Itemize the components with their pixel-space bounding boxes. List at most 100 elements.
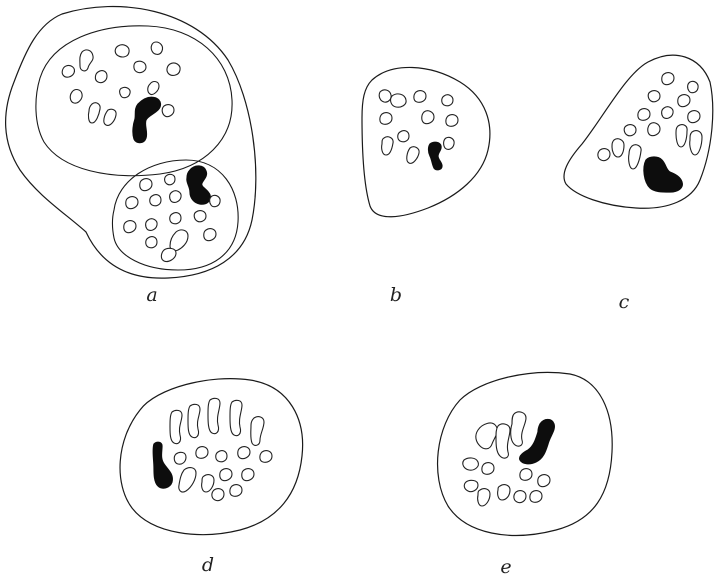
panel-c-chromosome bbox=[678, 95, 690, 107]
panel-e-chromosome bbox=[520, 469, 532, 481]
panel-c-chromosome bbox=[638, 109, 650, 121]
panel-b-chromosome bbox=[422, 111, 434, 124]
panel-e-chromosome bbox=[511, 412, 526, 446]
panel-a-chromosome bbox=[104, 109, 116, 125]
panel-c-chromosome bbox=[648, 91, 660, 102]
panel-e-chromosome bbox=[496, 424, 510, 458]
panel-a-chromosome bbox=[146, 237, 157, 248]
panel-c-chromosome bbox=[624, 125, 636, 136]
panel-a-chromosome bbox=[148, 82, 159, 95]
panel-d-chromosome bbox=[212, 489, 224, 501]
panel-c-cell bbox=[564, 55, 713, 208]
panel-e-chromosome bbox=[530, 491, 542, 503]
panel-a-chromosome bbox=[115, 45, 129, 57]
panel-a-chromosome bbox=[194, 211, 206, 222]
panel-d-chromosome bbox=[202, 475, 214, 492]
panel-e-chromosome bbox=[514, 491, 526, 503]
panel-c-chromosome bbox=[629, 145, 641, 169]
panel-c-chromosome bbox=[648, 123, 660, 136]
panel-e-chromosome bbox=[476, 423, 498, 449]
panel-b-dark-chromosome bbox=[429, 142, 443, 169]
panel-a-nucleus-upper bbox=[36, 26, 232, 176]
panel-c-chromosome bbox=[598, 149, 610, 161]
panel-a-cell bbox=[6, 6, 256, 278]
panel-c-cell-outline bbox=[564, 55, 713, 208]
panel-d-chromosome bbox=[238, 447, 250, 459]
panel-c-chromosome bbox=[676, 125, 687, 147]
panel-a-chromosome bbox=[170, 230, 188, 251]
panel-c-chromosome bbox=[662, 107, 674, 119]
panel-a-chromosome bbox=[80, 50, 93, 71]
panel-d-cell bbox=[120, 379, 303, 535]
panel-a-chromosome bbox=[70, 90, 82, 104]
panel-b-cell bbox=[362, 67, 490, 216]
panel-a-cell-outline bbox=[6, 6, 256, 278]
panel-b-chromosome bbox=[414, 91, 426, 103]
panel-a-dark-chromosome bbox=[187, 166, 211, 204]
panel-d-dark-chromosome bbox=[153, 442, 172, 488]
panel-d-chromosome bbox=[174, 452, 186, 464]
panel-d-chromosome bbox=[216, 451, 227, 462]
panel-c-label: c bbox=[619, 291, 630, 313]
panel-d-chromosome bbox=[242, 469, 254, 481]
panel-a-chromosome bbox=[120, 87, 131, 97]
panel-a-chromosome bbox=[170, 213, 181, 224]
panel-a-chromosome bbox=[161, 248, 176, 261]
panel-a-label: a bbox=[146, 284, 157, 306]
panel-a-chromosome bbox=[210, 195, 221, 206]
panel-d-chromosome bbox=[170, 410, 182, 443]
panel-e-label: e bbox=[500, 556, 511, 576]
panel-c-chromosome bbox=[688, 81, 699, 92]
panel-d-chromosome bbox=[196, 447, 208, 459]
panel-e-chromosome bbox=[538, 475, 550, 487]
panel-d-chromosome bbox=[188, 404, 200, 437]
panel-b-cell-outline bbox=[362, 67, 490, 216]
panel-b-chromosome bbox=[391, 94, 407, 107]
panel-c-dark-chromosome bbox=[644, 157, 682, 192]
panel-e-chromosome bbox=[498, 485, 510, 500]
panel-b-chromosome bbox=[407, 147, 419, 164]
panel-a-chromosome bbox=[134, 61, 146, 72]
panel-b-chromosome bbox=[398, 131, 409, 142]
panel-d-chromosome bbox=[260, 451, 272, 463]
panel-a-chromosome bbox=[62, 65, 74, 77]
panel-d-label: d bbox=[202, 554, 214, 576]
panel-b-chromosome bbox=[382, 137, 393, 155]
panel-b-chromosome bbox=[444, 137, 455, 149]
panel-a-chromosome bbox=[165, 174, 175, 184]
panel-a-chromosome bbox=[150, 195, 161, 206]
panel-a-dark-chromosome bbox=[133, 97, 161, 142]
panel-e-chromosome bbox=[482, 463, 494, 475]
panel-c-chromosome bbox=[662, 73, 674, 85]
panel-e-dark-chromosome bbox=[520, 420, 555, 464]
panel-d-chromosome bbox=[230, 400, 242, 435]
panel-a-chromosome bbox=[140, 179, 152, 191]
panel-c-chromosome bbox=[612, 139, 624, 157]
panel-d-chromosome bbox=[179, 468, 196, 492]
panel-d-chromosome bbox=[251, 417, 264, 446]
panel-a-chromosome bbox=[204, 229, 216, 241]
panel-c-chromosome bbox=[688, 111, 700, 123]
panel-b-label: b bbox=[390, 284, 402, 306]
panel-a-chromosome bbox=[88, 103, 100, 123]
panel-a-chromosome bbox=[170, 191, 182, 203]
panel-a-chromosome bbox=[95, 71, 107, 83]
panel-b-chromosome bbox=[379, 90, 391, 102]
panel-a-chromosome bbox=[146, 219, 158, 231]
panel-e-chromosome bbox=[463, 458, 479, 470]
panel-d-chromosome bbox=[230, 485, 242, 497]
panel-e-chromosome bbox=[478, 489, 490, 506]
panel-c-chromosome bbox=[690, 131, 702, 155]
panel-d-chromosome bbox=[220, 469, 232, 481]
panel-a-chromosome bbox=[124, 221, 136, 233]
panel-e-chromosome bbox=[464, 480, 478, 491]
panel-e-cell bbox=[438, 372, 613, 535]
panel-d-chromosome bbox=[208, 398, 220, 433]
panel-a-nucleus-lower bbox=[113, 160, 239, 270]
panel-b-chromosome bbox=[442, 95, 453, 106]
panel-a-chromosome bbox=[151, 42, 162, 54]
panel-b-chromosome bbox=[380, 113, 392, 125]
panel-b-chromosome bbox=[446, 115, 458, 127]
panel-a-nucleus-upper-outline bbox=[36, 26, 232, 176]
